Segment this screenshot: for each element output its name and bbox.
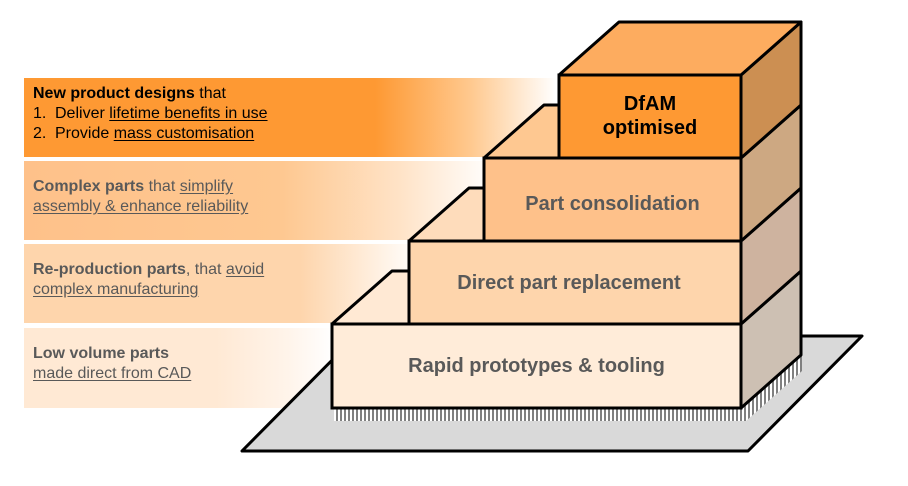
- description-emphasis: assembly & enhance reliability: [33, 198, 249, 215]
- description-title: Re-production parts: [33, 261, 186, 278]
- item-number: 1.: [33, 105, 47, 122]
- step-label-line: DfAM: [623, 93, 677, 115]
- description-emphasis: avoid: [225, 261, 265, 278]
- item-lead: Deliver: [55, 105, 110, 122]
- description-item: 1. Deliver lifetime benefits in use: [33, 104, 268, 124]
- description-dfam: New product designs that 1. Deliver lifet…: [24, 78, 556, 157]
- item-emphasis: lifetime benefits in use: [109, 105, 268, 122]
- step-label-direct-part-replacement: Direct part replacement: [457, 272, 681, 294]
- step-1-front: [557, 73, 743, 160]
- step-label-rapid-prototypes: Rapid prototypes & tooling: [408, 355, 665, 377]
- description-title: Low volume parts: [33, 345, 170, 362]
- step-3-front: [407, 239, 743, 326]
- description-item: 2. Provide mass customisation: [33, 124, 268, 144]
- description-connector: that: [144, 178, 180, 195]
- description-title: New product designs: [33, 85, 195, 102]
- description-dfam-heading: New product designs that: [33, 84, 268, 104]
- description-title: Complex parts: [33, 178, 145, 195]
- item-lead: Provide: [55, 125, 114, 142]
- step-2-top: [482, 103, 561, 160]
- description-connector: , that: [185, 261, 226, 278]
- item-emphasis: mass customisation: [113, 125, 255, 142]
- description-connector: that: [194, 85, 226, 102]
- description-complex-parts: Complex parts that simplify assembly & e…: [24, 161, 494, 240]
- step-label-line: optimised: [602, 117, 698, 139]
- description-emphasis: complex manufacturing: [33, 281, 199, 298]
- description-emphasis: made direct from CAD: [33, 365, 192, 382]
- step-3-top: [407, 186, 486, 243]
- description-low-volume-parts: Low volume parts made direct from CAD: [24, 328, 334, 408]
- step-label-dfam: DfAM optimised: [559, 92, 741, 140]
- base-shadow: [334, 355, 802, 421]
- step-label-part-consolidation: Part consolidation: [525, 193, 700, 215]
- step-2-front: [482, 156, 743, 243]
- step-4-front: [330, 322, 743, 410]
- step-4-top: [330, 269, 411, 326]
- description-emphasis: simplify: [179, 178, 234, 195]
- item-number: 2.: [33, 125, 47, 142]
